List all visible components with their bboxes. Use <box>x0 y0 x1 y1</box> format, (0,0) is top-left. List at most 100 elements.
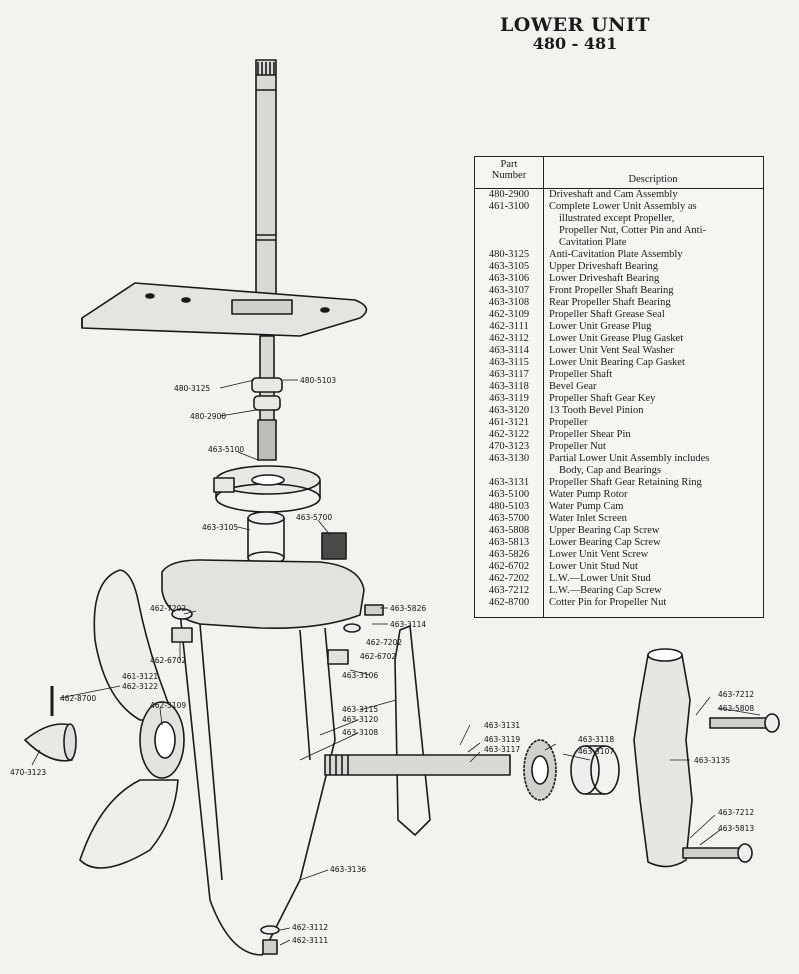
callout-463-5813: 463-5813 <box>718 824 754 833</box>
front-prop-shaft-bearing <box>570 745 620 795</box>
callout-463-3136: 463-3136 <box>330 865 366 874</box>
part-number: 463-3118 <box>489 381 529 392</box>
part-description: Upper Bearing Cap Screw <box>543 525 763 537</box>
description-line: Lower Unit Bearing Cap Gasket <box>549 357 685 368</box>
callout-463-7212-lower: 463-7212 <box>718 808 754 817</box>
upper-bearing-cap-screw <box>709 713 780 733</box>
callout-463-3115: 463-3115 <box>342 705 378 714</box>
callout-463-3131: 463-3131 <box>484 721 520 730</box>
stud-nuts-left <box>171 608 193 643</box>
part-number: 463-3105 <box>488 261 530 272</box>
part-description: Lower Unit Vent Seal Washer <box>543 345 763 357</box>
description-line: Partial Lower Unit Assembly includes <box>549 453 710 464</box>
part-number: 463-3115 <box>489 357 529 368</box>
callout-463-3107: 463-3107 <box>578 747 614 756</box>
callout-462-6702-left: 462-6702 <box>150 656 186 665</box>
part-number: 463-7212 <box>488 585 530 596</box>
part-number: 462-6702 <box>488 561 530 572</box>
callout-462-8700: 462-8700 <box>60 694 96 703</box>
description-line: 13 Tooth Bevel Pinion <box>549 405 644 416</box>
description-line: Propeller Shaft Grease Seal <box>549 309 665 320</box>
driveshaft <box>255 59 277 311</box>
page-title: LOWER UNIT <box>499 14 651 36</box>
description-line: Propeller Shaft Gear Retaining Ring <box>549 477 702 488</box>
callout-463-5100: 463-5100 <box>208 445 244 454</box>
propeller <box>79 569 185 869</box>
part-description: Lower Driveshaft Bearing <box>543 273 763 285</box>
description-line: Water Pump Rotor <box>549 489 628 500</box>
callout-463-3135: 463-3135 <box>694 756 730 765</box>
callout-463-5826: 463-5826 <box>390 604 426 613</box>
callout-480-3125: 480-3125 <box>174 384 210 393</box>
part-description: Lower Unit Grease Plug Gasket <box>543 333 763 345</box>
upper-driveshaft-bearing <box>247 511 285 565</box>
part-description: Propeller Nut <box>543 441 763 453</box>
part-number: 462-3112 <box>489 333 529 344</box>
part-description: Upper Driveshaft Bearing <box>543 261 763 273</box>
part-description: Lower Bearing Cap Screw <box>543 537 763 549</box>
callout-463-5808: 463-5808 <box>718 704 754 713</box>
callout-463-5700: 463-5700 <box>296 513 332 522</box>
table-row: 463-5700 Water Inlet Screen <box>475 513 763 525</box>
description-line: Lower Unit Stud Nut <box>549 561 638 572</box>
bearing-cap-gasket <box>394 625 431 836</box>
part-description: Propeller Shaft Gear Key <box>543 393 763 405</box>
description-line: Water Inlet Screen <box>549 513 627 524</box>
description-line: Propeller Nut <box>549 441 606 452</box>
part-description: Propeller <box>543 417 763 429</box>
description-continuation: Body, Cap and Bearings <box>559 465 661 476</box>
model-numbers: 480 - 481 <box>532 34 618 53</box>
propeller-nut <box>24 723 77 762</box>
callout-463-3120: 463-3120 <box>342 715 378 724</box>
callout-462-3109: 462-3109 <box>150 701 186 710</box>
callout-leaders <box>31 379 761 946</box>
part-description: L.W.—Bearing Cap Screw <box>543 585 763 597</box>
part-description: Rear Propeller Shaft Bearing <box>543 297 763 309</box>
page-header: LOWER UNIT 480 - 481 <box>470 14 680 53</box>
part-description: Water Inlet Screen <box>543 513 763 525</box>
part-description: Propeller Shear Pin <box>543 429 763 441</box>
table-row: 480-2900 Driveshaft and Cam Assembly <box>475 189 763 201</box>
table-row: 462-3112 Lower Unit Grease Plug Gasket <box>475 333 763 345</box>
callout-463-3119: 463-3119 <box>484 735 520 744</box>
part-number: 480-2900 <box>488 189 530 200</box>
callout-463-3105: 463-3105 <box>202 523 238 532</box>
callout-461-3121: 461-3121 <box>122 672 158 681</box>
part-number: 463-5700 <box>488 513 530 524</box>
anti-cavitation-plate <box>81 282 368 337</box>
bearing-cap <box>633 648 693 868</box>
callout-480-5103: 480-5103 <box>300 376 336 385</box>
part-number: 461-3121 <box>488 417 530 428</box>
part-number: 463-5813 <box>488 537 530 548</box>
part-description: Propeller Shaft <box>543 369 763 381</box>
part-description: Front Propeller Shaft Bearing <box>543 285 763 297</box>
part-number: 463-5100 <box>488 489 530 500</box>
callout-462-7202-left: 462-7202 <box>150 604 186 613</box>
part-description: Driveshaft and Cam Assembly <box>543 189 763 201</box>
part-number: 463-5826 <box>488 549 530 560</box>
water-pump-rotor <box>213 465 321 513</box>
header-number: Number <box>491 170 527 181</box>
column-divider <box>543 157 544 617</box>
table-row: 463-3105 Upper Driveshaft Bearing <box>475 261 763 273</box>
description-line: Anti-Cavitation Plate Assembly <box>549 249 683 260</box>
part-number: 463-3114 <box>489 345 529 356</box>
table-row: 463-5100 Water Pump Rotor <box>475 489 763 501</box>
header-part: Part <box>500 159 518 170</box>
description-line: Propeller <box>549 417 588 428</box>
callout-462-3122: 462-3122 <box>122 682 158 691</box>
table-row: 463-3114 Lower Unit Vent Seal Washer <box>475 345 763 357</box>
